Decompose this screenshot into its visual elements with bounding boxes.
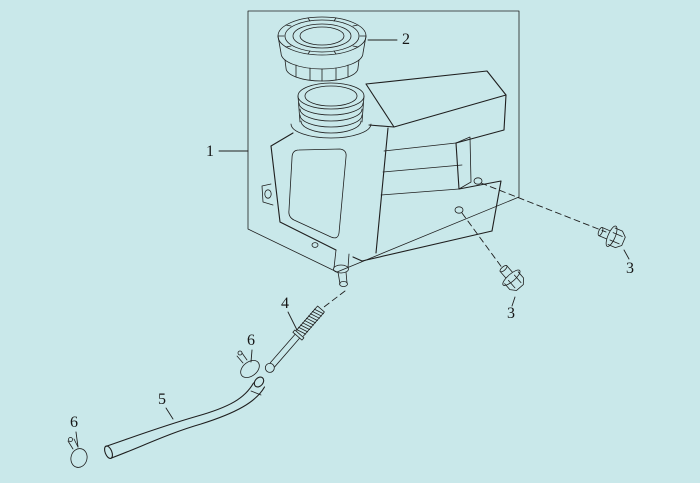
diagram-linework: 1 2 3 3 4 5 6 6 <box>67 10 634 468</box>
bolt-boss-upper <box>473 177 483 185</box>
fuel-hose <box>104 376 266 459</box>
callout-label-clamp-upper: 6 <box>247 332 255 349</box>
callout-label-tank-cap: 2 <box>402 31 410 48</box>
tank-cap <box>277 16 367 82</box>
fuel-outlet-spigot <box>333 249 350 287</box>
hose-clamp-upper <box>236 350 260 378</box>
assembly-axis-bolt-upper <box>480 182 607 233</box>
assembly-axis-strainer <box>323 290 346 308</box>
fuel-strainer-screw <box>264 305 325 373</box>
mounting-tab <box>261 183 274 206</box>
callout-label-fuel-tank: 1 <box>206 143 214 160</box>
mounting-hole <box>264 189 272 199</box>
flange-bolt-upper <box>597 225 626 249</box>
neck-base-collar <box>290 123 372 139</box>
callout-label-clamp-lower: 6 <box>70 414 78 431</box>
fuel-tank-body <box>261 70 507 262</box>
callout-leader-6-upper <box>250 349 253 363</box>
washer <box>292 329 305 341</box>
hose-top-opening <box>253 376 265 388</box>
callout-label-strainer: 4 <box>281 295 289 312</box>
callout-label-bolt-upper: 3 <box>626 260 634 277</box>
tank-front-panel-inset <box>288 148 347 239</box>
callout-leader-3-upper <box>623 249 630 260</box>
callout-label-hose: 5 <box>158 391 166 408</box>
bolt-boss-lower <box>454 206 464 214</box>
assembly-axis-bolt-lower <box>461 212 504 270</box>
strainer-tip <box>264 362 275 373</box>
filler-neck <box>290 82 372 139</box>
callout-leader-4 <box>287 311 298 331</box>
callout-leader-5 <box>165 407 174 420</box>
callout-leader-6-lower <box>75 431 79 448</box>
thread-hatching <box>296 308 324 335</box>
hose-end-opening <box>104 445 113 459</box>
detail-boundary-outline <box>247 10 520 273</box>
hose-clamp-lower <box>67 437 88 468</box>
callout-leader-3-lower <box>511 296 516 307</box>
flange-bolt-lower <box>499 265 524 291</box>
callout-label-bolt-lower: 3 <box>507 305 515 322</box>
